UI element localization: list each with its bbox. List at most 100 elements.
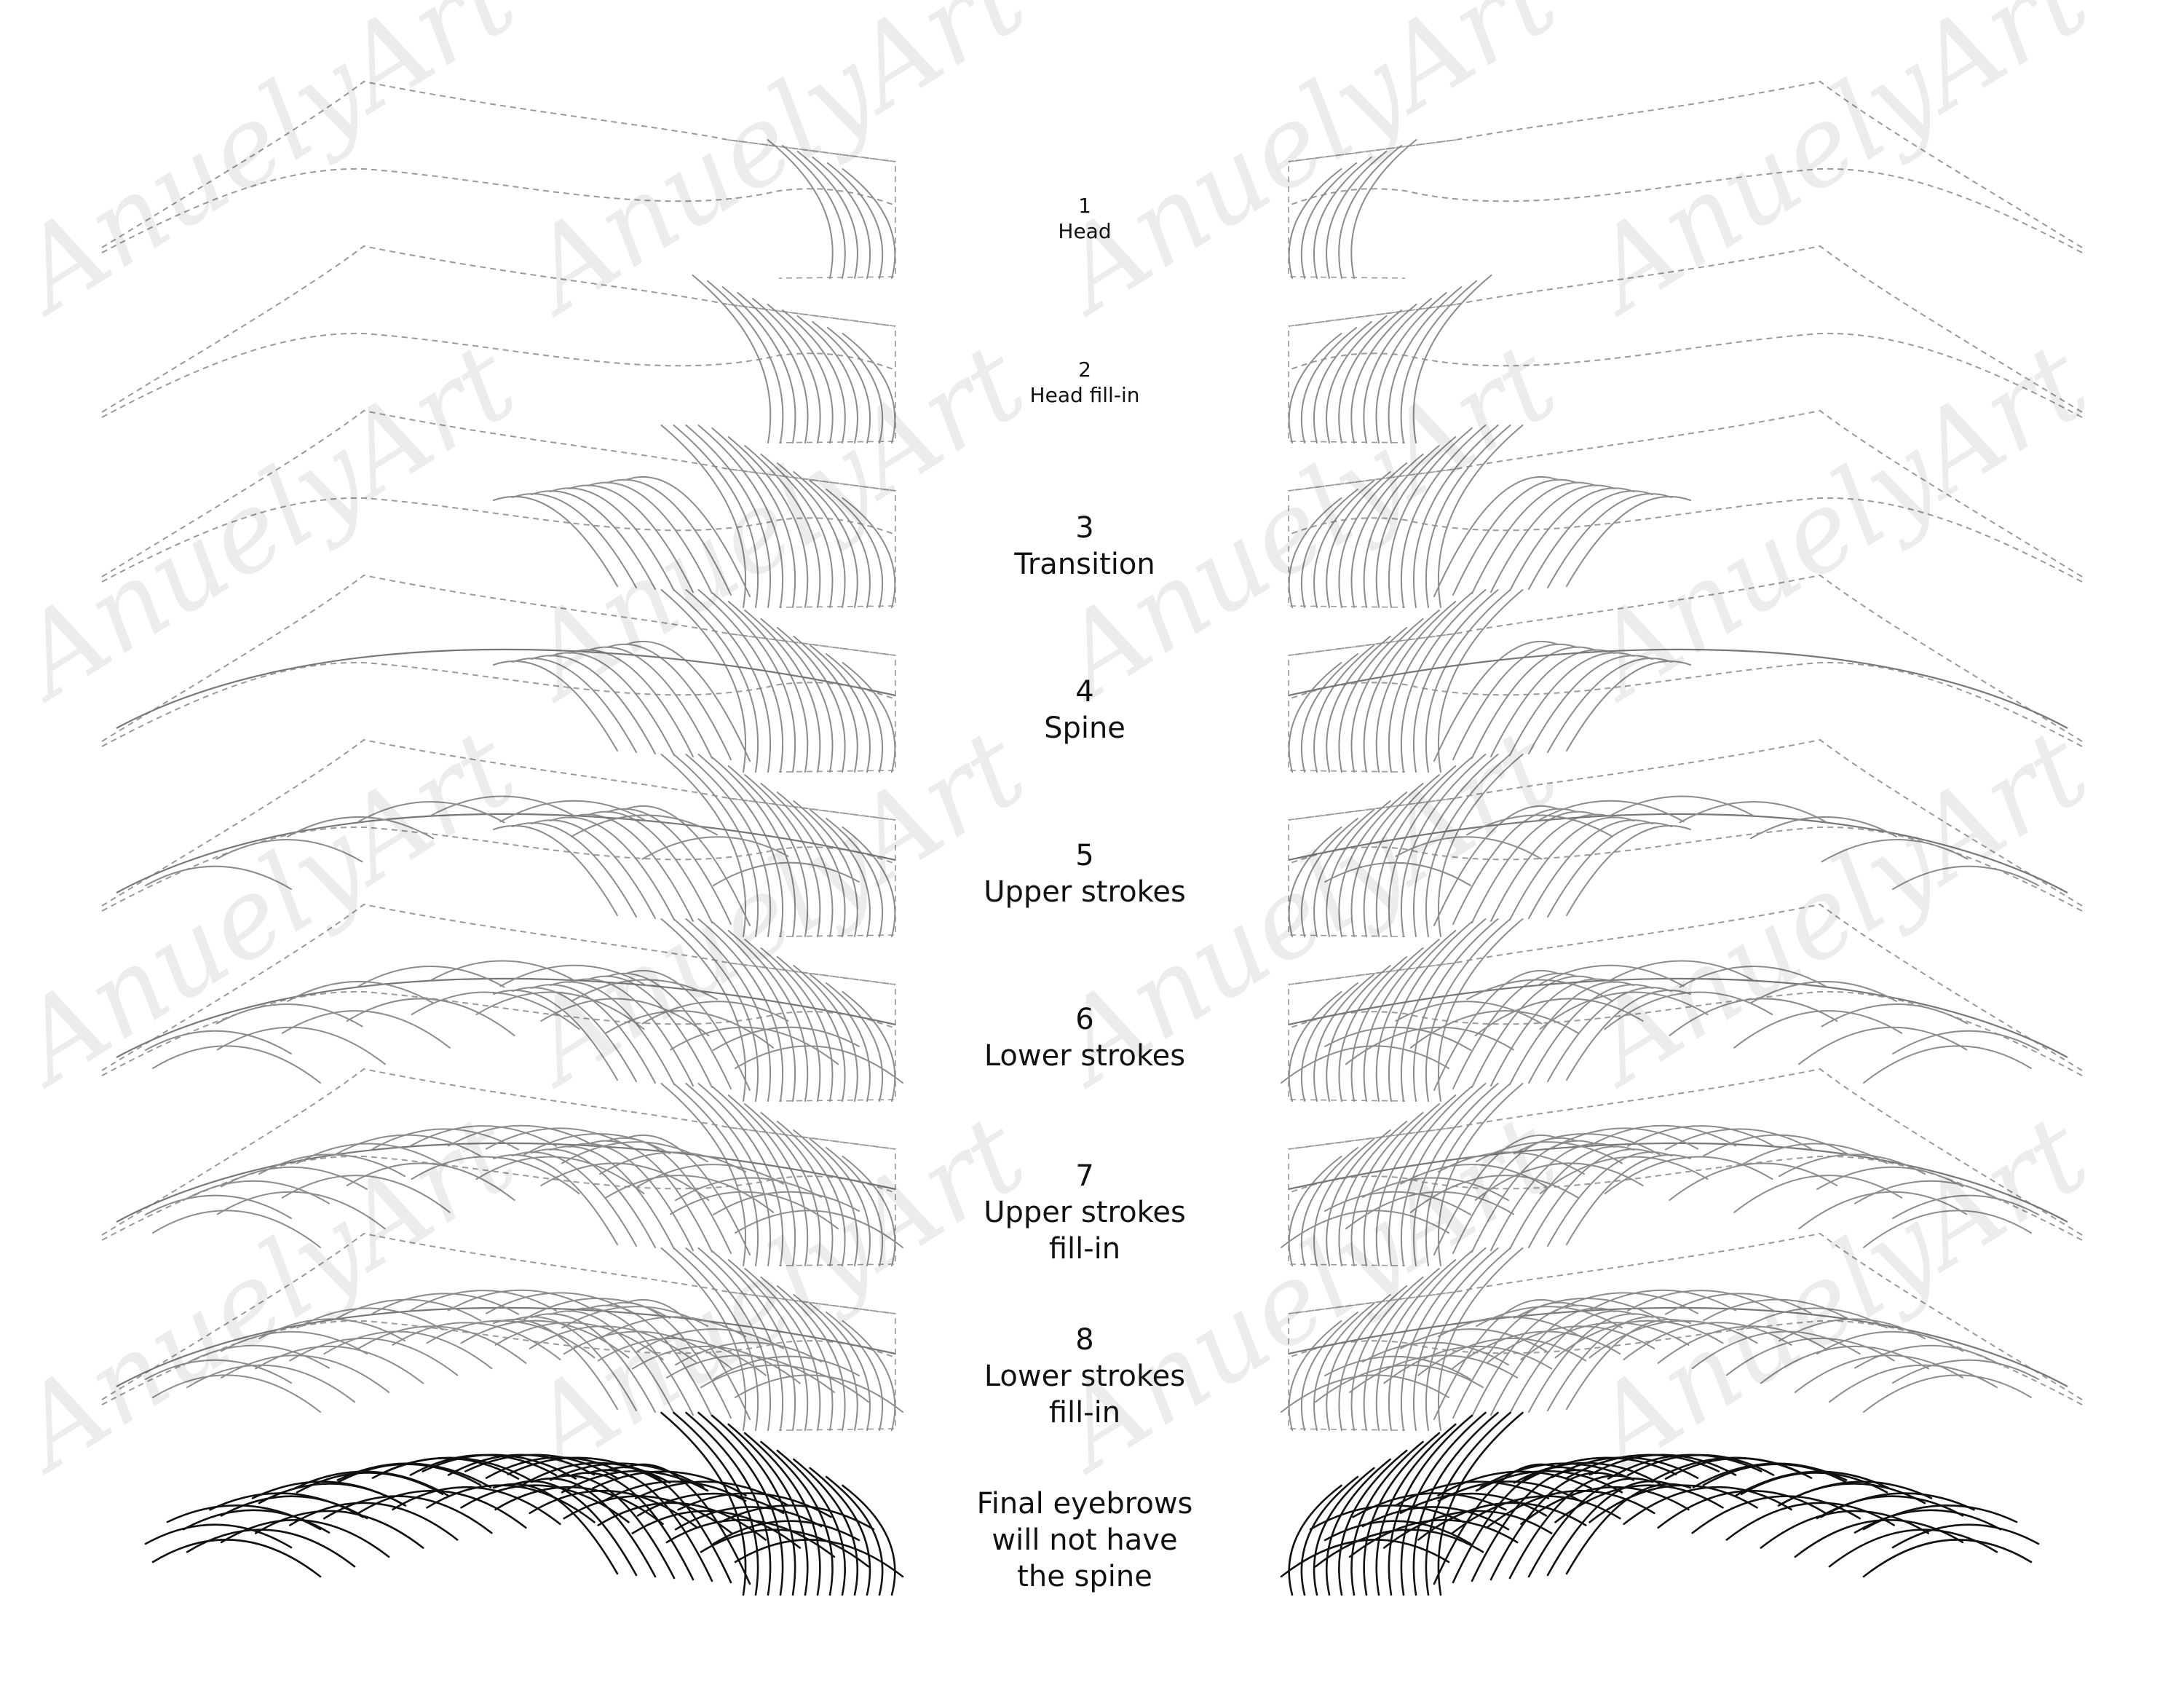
upper-stroke: [287, 980, 434, 1004]
brow-outline-head: [727, 468, 896, 608]
lower-stroke: [597, 1502, 767, 1541]
step-title-line: Head: [1058, 219, 1112, 243]
transition-stroke: [1547, 493, 1672, 588]
upper-stroke: [1702, 1463, 1851, 1486]
head-stroke: [760, 1112, 834, 1266]
step-title-line: Spine: [1044, 711, 1125, 745]
upper-stroke: [1324, 1520, 1472, 1545]
head-stroke: [1375, 930, 1457, 1102]
head-stroke: [1363, 1103, 1440, 1266]
transition-stroke: [493, 990, 618, 1081]
brow-outline-head: [1288, 1291, 1457, 1431]
upper-stroke: [1608, 960, 1755, 982]
transition-stroke: [606, 643, 732, 760]
lower-stroke: [1828, 1529, 1998, 1568]
head-stroke: [1300, 982, 1358, 1102]
transition-stroke: [1509, 487, 1634, 591]
transition-stroke: [606, 972, 732, 1089]
head-stroke: [842, 333, 896, 443]
head-stroke: [842, 662, 896, 773]
head-stroke: [1338, 309, 1402, 443]
head-stroke: [760, 1277, 834, 1431]
final-stroke: [336, 1462, 492, 1488]
transition-stroke: [1566, 990, 1691, 1081]
upper-stroke: [1395, 1001, 1543, 1025]
upper-stroke: [1513, 1462, 1661, 1486]
lower-stroke: [1669, 998, 1838, 1037]
brow-outline-head: [727, 139, 896, 279]
head-stroke: [685, 1083, 771, 1266]
head-stroke: [1300, 818, 1358, 937]
head-stroke: [825, 1475, 884, 1596]
brow-outline-head: [727, 304, 896, 443]
watermark-text: AnuelyArt: [0, 319, 537, 726]
step-number: 2: [1078, 358, 1091, 382]
transition-stroke: [550, 1310, 675, 1414]
head-stroke: [842, 168, 896, 279]
head-stroke: [776, 462, 846, 608]
upper-stroke: [1362, 1177, 1509, 1202]
head-stroke: [660, 1411, 747, 1596]
head-stroke: [1401, 1083, 1487, 1266]
transition-stroke: [625, 1298, 751, 1420]
head-stroke: [1401, 425, 1487, 608]
lower-stroke: [670, 1191, 839, 1230]
lower-stroke: [1315, 1364, 1484, 1403]
brow-outline-upper: [1288, 903, 2083, 1071]
lower-stroke: [1345, 1191, 1514, 1230]
upper-stroke: [429, 795, 576, 817]
head-stroke: [1300, 653, 1358, 773]
lower-stroke: [1691, 1330, 1861, 1370]
head-stroke: [760, 618, 834, 773]
upper-stroke: [523, 1298, 670, 1320]
upper-stroke: [499, 800, 647, 823]
lower-stroke: [411, 991, 580, 1030]
head-stroke: [1313, 974, 1375, 1102]
lower-stroke: [1409, 1175, 1579, 1213]
head-stroke: [685, 589, 771, 773]
transition-stroke: [1452, 972, 1578, 1089]
left-eyebrow: [101, 903, 903, 1102]
lower-stroke: [1657, 1325, 1827, 1364]
lower-stroke: [1604, 991, 1773, 1030]
final-stroke: [209, 1492, 364, 1518]
step-title-line: the spine: [1017, 1560, 1152, 1593]
head-stroke: [1350, 1112, 1424, 1266]
lower-stroke: [1520, 1322, 1690, 1360]
upper-stroke: [287, 816, 434, 840]
final-stroke: [1479, 1462, 1635, 1488]
head-stroke: [1400, 1411, 1487, 1596]
lower-stroke: [529, 1490, 698, 1529]
left-eyebrow: [101, 738, 896, 937]
lower-stroke: [700, 1364, 869, 1403]
upper-stroke: [357, 966, 505, 988]
upper-stroke: [1438, 1316, 1585, 1340]
transition-stroke: [531, 1313, 656, 1413]
head-stroke: [1313, 1138, 1375, 1266]
upper-stroke: [296, 1472, 444, 1496]
head-stroke: [660, 1247, 746, 1431]
upper-stroke: [221, 1330, 368, 1355]
right-eyebrow: [1281, 1232, 2083, 1431]
transition-stroke: [1509, 816, 1634, 920]
lower-stroke: [1417, 1502, 1587, 1541]
brow-outline-lower: [101, 332, 896, 418]
transition-stroke: [1471, 811, 1597, 923]
upper-stroke: [1854, 1344, 2001, 1369]
brow-outline-lower: [1288, 167, 2083, 253]
lower-stroke: [221, 1354, 390, 1393]
upper-stroke: [1821, 839, 1969, 863]
head-stroke: [711, 757, 796, 937]
head-stroke: [697, 1411, 784, 1596]
head-stroke: [1326, 1129, 1391, 1266]
head-stroke: [760, 454, 834, 608]
transition-stroke: [1547, 658, 1672, 753]
upper-stroke: [636, 1492, 785, 1517]
upper-stroke: [1679, 966, 1827, 988]
head-stroke: [744, 445, 821, 608]
lower-stroke: [665, 1519, 836, 1558]
brow-outline-head: [1288, 468, 1457, 608]
lower-stroke: [346, 1162, 515, 1202]
head-stroke: [1363, 939, 1440, 1102]
